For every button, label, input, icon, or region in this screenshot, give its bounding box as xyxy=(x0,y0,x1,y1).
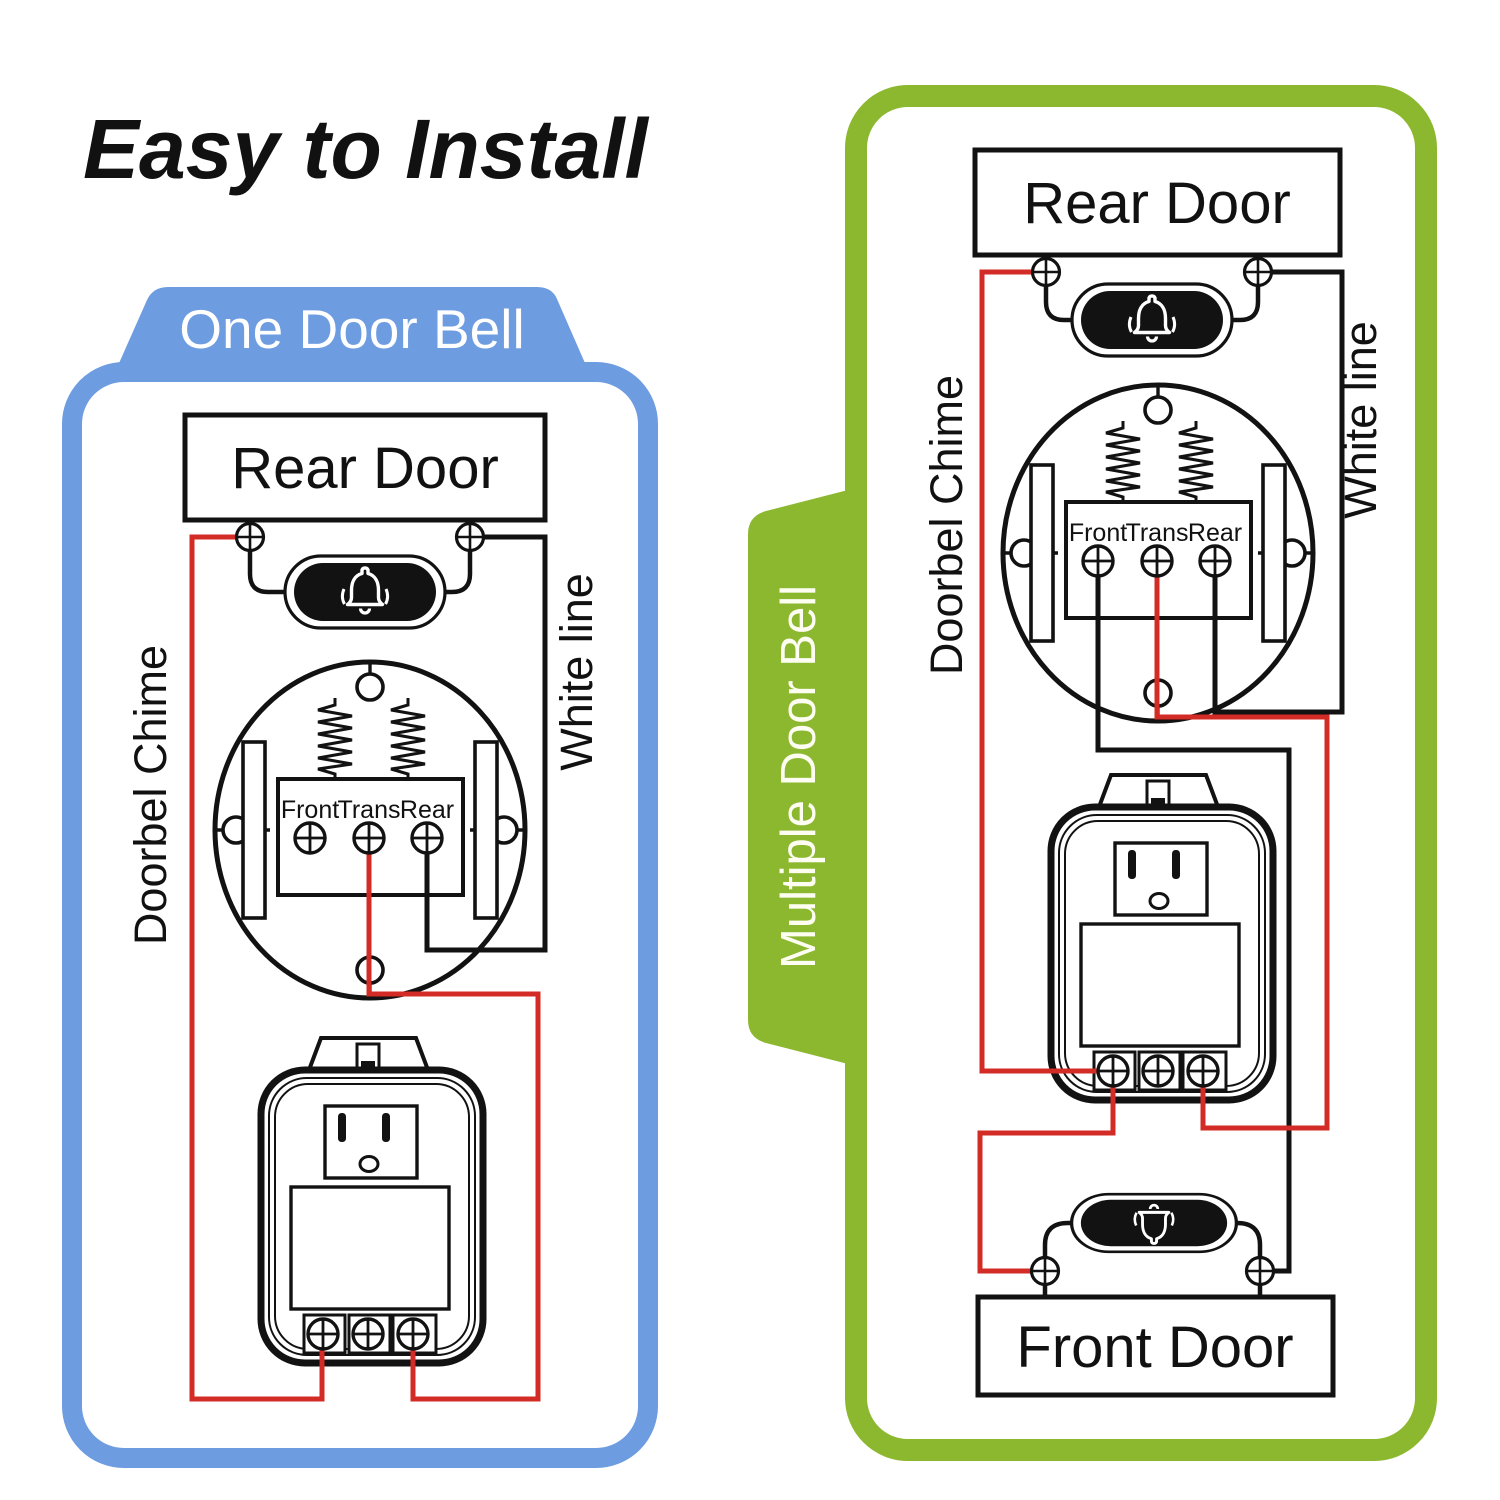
chime-trans-screw xyxy=(352,821,386,855)
multiple-doorbell-panel: Multiple Door Bell Rear Door Front Trans… xyxy=(748,85,1437,1461)
doorbell-chime-vlabel: Doorbel Chime xyxy=(921,375,972,675)
white-line-vlabel: White line xyxy=(1335,321,1386,519)
frontbutton-lead-left xyxy=(1042,1220,1080,1259)
doorbell-chime-vlabel: Doorbel Chime xyxy=(125,645,176,945)
terminal-label-trans: Trans xyxy=(338,796,401,824)
chime-rear-screw xyxy=(410,821,444,855)
button-lead-left xyxy=(1043,285,1080,323)
button-terminal-screw xyxy=(454,521,486,553)
chime-front-screw xyxy=(1081,544,1115,578)
black-wire-front-to-frontbutton xyxy=(1095,574,1292,1274)
frontbutton-terminal-screw xyxy=(1244,1255,1276,1287)
transformer-screw xyxy=(1141,1054,1175,1088)
terminal-label-front: Front xyxy=(281,796,339,824)
white-line-wire xyxy=(424,534,548,953)
doorbell-button xyxy=(283,554,447,630)
doorbell-button xyxy=(1070,282,1234,358)
rear-door-box xyxy=(972,147,1343,258)
frontbutton-terminal-screw xyxy=(1029,1255,1061,1287)
transformer-screw xyxy=(1186,1054,1220,1088)
front-doorbell-button xyxy=(1069,1192,1239,1254)
red-wire-button-to-transformer xyxy=(189,534,325,1402)
transformer-screw xyxy=(396,1317,430,1351)
terminal-label-front: Front xyxy=(1069,519,1127,547)
button-lead-right xyxy=(1226,285,1261,323)
red-wire-transformer-to-frontbutton xyxy=(977,1085,1116,1274)
one-doorbell-panel: One Door Bell Rear Door Front Trans Rear xyxy=(62,287,658,1468)
white-line-vlabel: White line xyxy=(551,573,602,771)
red-wire-trans-to-transformer xyxy=(366,851,541,1402)
chime-rear-screw xyxy=(1198,544,1232,578)
transformer-screw xyxy=(1096,1054,1130,1088)
multiple-doorbell-tab-label: Multiple Door Bell xyxy=(772,585,826,969)
terminal-label-rear: Rear xyxy=(400,796,454,824)
terminal-label-rear: Rear xyxy=(1188,519,1242,547)
button-terminal-screw xyxy=(234,521,266,553)
chime-front-screw xyxy=(293,821,327,855)
white-line-wire xyxy=(1212,269,1345,715)
transformer-screw xyxy=(306,1317,340,1351)
chime-trans-screw xyxy=(1140,544,1174,578)
transformer xyxy=(1051,775,1273,1100)
front-door-box xyxy=(975,1294,1336,1398)
button-lead-left xyxy=(247,550,290,595)
transformer xyxy=(261,1038,483,1363)
red-wire-trans-to-transformer xyxy=(1154,574,1330,1131)
one-doorbell-tab-label: One Door Bell xyxy=(179,298,524,360)
rear-door-label: Rear Door xyxy=(231,436,499,501)
button-lead-right xyxy=(440,550,473,595)
transformer-screw xyxy=(351,1317,385,1351)
one-doorbell-tab xyxy=(116,287,588,370)
red-wire-rearbutton-to-transformer xyxy=(979,269,1113,1074)
terminal-label-trans: Trans xyxy=(1126,519,1189,547)
button-terminal-screw xyxy=(1242,256,1274,288)
rear-door-box xyxy=(182,412,548,523)
multiple-doorbell-tab xyxy=(748,489,852,1065)
rear-door-label: Rear Door xyxy=(1023,171,1291,236)
button-terminal-screw xyxy=(1030,256,1062,288)
front-door-label: Front Door xyxy=(1016,1315,1293,1380)
page-title: Easy to Install xyxy=(83,102,650,196)
